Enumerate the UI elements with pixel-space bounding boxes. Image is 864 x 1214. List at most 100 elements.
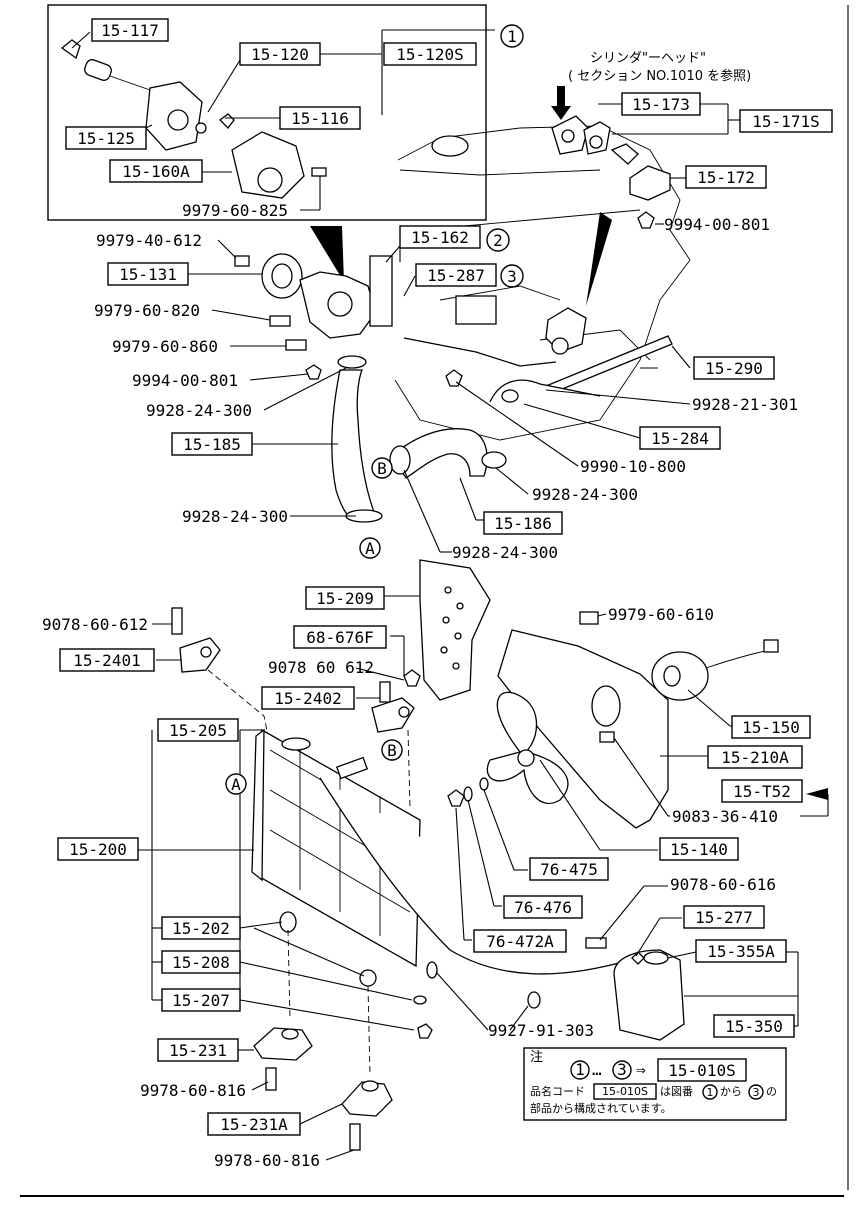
part-9078-60-616: 9078-60-616 — [670, 875, 776, 894]
part-9979-60-860: 9979-60-860 — [112, 337, 218, 356]
part-15-117: 15-117 — [101, 21, 159, 40]
part-9979-40-612: 9979-40-612 — [96, 231, 202, 250]
part-15-172: 15-172 — [697, 168, 755, 187]
part-15-120s: 15-120S — [396, 45, 463, 64]
engine-block — [394, 125, 691, 441]
footnote-line2-post: の — [766, 1085, 777, 1098]
part-15-202: 15-202 — [172, 919, 230, 938]
part-15-173: 15-173 — [632, 95, 690, 114]
part-9979-60-610: 9979-60-610 — [608, 605, 714, 624]
pipe-assembly — [403, 335, 673, 403]
radiator — [251, 728, 631, 1077]
inset-pointer-left — [310, 226, 344, 282]
label-box-15-2401 — [59, 648, 155, 672]
label-box-15-284 — [639, 426, 721, 450]
seal-part — [84, 59, 112, 81]
footnote-line2-c3: 3 — [753, 1086, 760, 1099]
oil-cap — [431, 135, 469, 157]
label-box-15-210a — [707, 745, 803, 769]
nut-part — [637, 211, 655, 229]
bolt-9078-60-612a — [403, 669, 421, 687]
marker-b-lower-circle — [381, 739, 403, 761]
part-9979-60-820: 9979-60-820 — [94, 301, 200, 320]
part-76-472a: 76-472A — [486, 932, 554, 951]
marker-b-upper-circle — [371, 457, 393, 479]
label-box-15-150 — [731, 715, 811, 739]
marker-a-lower: A — [231, 775, 241, 794]
marker-b-lower: B — [387, 741, 397, 760]
label-box-15-162 — [399, 225, 481, 249]
footnote-arrow: ⇒ — [636, 1060, 646, 1079]
overflow-hose — [319, 777, 631, 975]
part-15-t52: 15-T52 — [733, 782, 791, 801]
part-15-210a: 15-210A — [721, 748, 789, 767]
group-ref-1-circle — [500, 24, 524, 48]
part-15-2401: 15-2401 — [73, 651, 140, 670]
part-15-231a: 15-231A — [220, 1115, 288, 1134]
radiator-cap — [281, 737, 311, 751]
part-9994-00-801-upper: 9994-00-801 — [664, 215, 770, 234]
label-box-76-472a — [473, 929, 567, 953]
label-box-15-186 — [483, 511, 563, 535]
label-box-15-172 — [685, 165, 767, 189]
hose-15-186 — [391, 428, 488, 479]
stud-part — [311, 167, 327, 177]
elbow-part — [629, 165, 671, 201]
clamp-c — [481, 451, 507, 469]
label-box-15-117 — [91, 18, 169, 42]
part-9078-60-612-a: 9078 60 612 — [268, 658, 374, 677]
part-9979-60-825: 9979-60-825 — [182, 201, 288, 220]
leader-lines — [138, 239, 829, 1161]
plug-15-207 — [417, 1023, 433, 1039]
footnote-line2-code: 15-010S — [602, 1085, 648, 1098]
sensor-part — [610, 143, 639, 165]
label-box-15-207 — [161, 988, 241, 1012]
label-box-15-209 — [305, 586, 385, 610]
cylinder-head-detail — [551, 86, 740, 229]
part-76-476: 76-476 — [514, 898, 572, 917]
bracket-part — [369, 255, 393, 327]
part-9994-00-801-lower: 9994-00-801 — [132, 371, 238, 390]
drain-plug-15-202b — [359, 969, 377, 987]
washer-76-475 — [479, 777, 489, 791]
footnote-ref: 15-010S — [668, 1061, 735, 1080]
part-15-200: 15-200 — [69, 840, 127, 859]
washer-15-208 — [413, 995, 427, 1005]
part-15-2402: 15-2402 — [274, 689, 341, 708]
group-ref-1: 1 — [507, 27, 517, 46]
part-15-277: 15-277 — [695, 908, 753, 927]
footnote-line2-pre: 品名コード — [530, 1084, 585, 1098]
mount-15-2401 — [179, 637, 221, 673]
part-15-284: 15-284 — [651, 429, 709, 448]
part-9927-91-303: 9927-91-303 — [488, 1021, 594, 1040]
part-9928-24-300-b: 9928-24-300 — [532, 485, 638, 504]
group-ref-3: 3 — [507, 267, 517, 286]
cylinder-head-note-line2: ( セクション NO.1010 を参照) — [568, 68, 751, 84]
label-box-15-185 — [171, 432, 253, 456]
housing-part — [231, 131, 305, 199]
water-pump-assembly — [234, 253, 393, 380]
washer-76-476 — [463, 786, 473, 802]
marker-b-upper: B — [377, 459, 387, 478]
bracket-area — [171, 559, 491, 809]
clamp-upper — [337, 355, 367, 369]
part-15-290: 15-290 — [705, 359, 763, 378]
label-box-15-131 — [107, 262, 189, 286]
bolt-9979-60-860 — [285, 339, 307, 351]
label-box-15-2402 — [261, 686, 355, 710]
footnote-range-end: 3 — [617, 1060, 627, 1079]
bracket-15-209 — [419, 559, 491, 701]
part-15-140: 15-140 — [670, 840, 728, 859]
bolt-9978-60-816a — [265, 1067, 277, 1091]
part-15-186: 15-186 — [494, 514, 552, 533]
bolt-9979-40-612 — [234, 255, 250, 267]
group-ref-2: 2 — [493, 231, 503, 250]
part-15-185: 15-185 — [183, 435, 241, 454]
footnote: 注 1 … 3 ⇒ 15-010S 品名コード 15-010S は図番 1 から… — [523, 1047, 787, 1121]
label-box-15-200 — [57, 837, 139, 861]
part-9928-24-300-a: 9928-24-300 — [146, 401, 252, 420]
part-68-676f: 68-676F — [306, 628, 373, 647]
part-9083-36-410: 9083-36-410 — [672, 807, 778, 826]
bracket-15-277 — [631, 951, 645, 965]
part-9978-60-816-b: 9978-60-816 — [214, 1151, 320, 1170]
